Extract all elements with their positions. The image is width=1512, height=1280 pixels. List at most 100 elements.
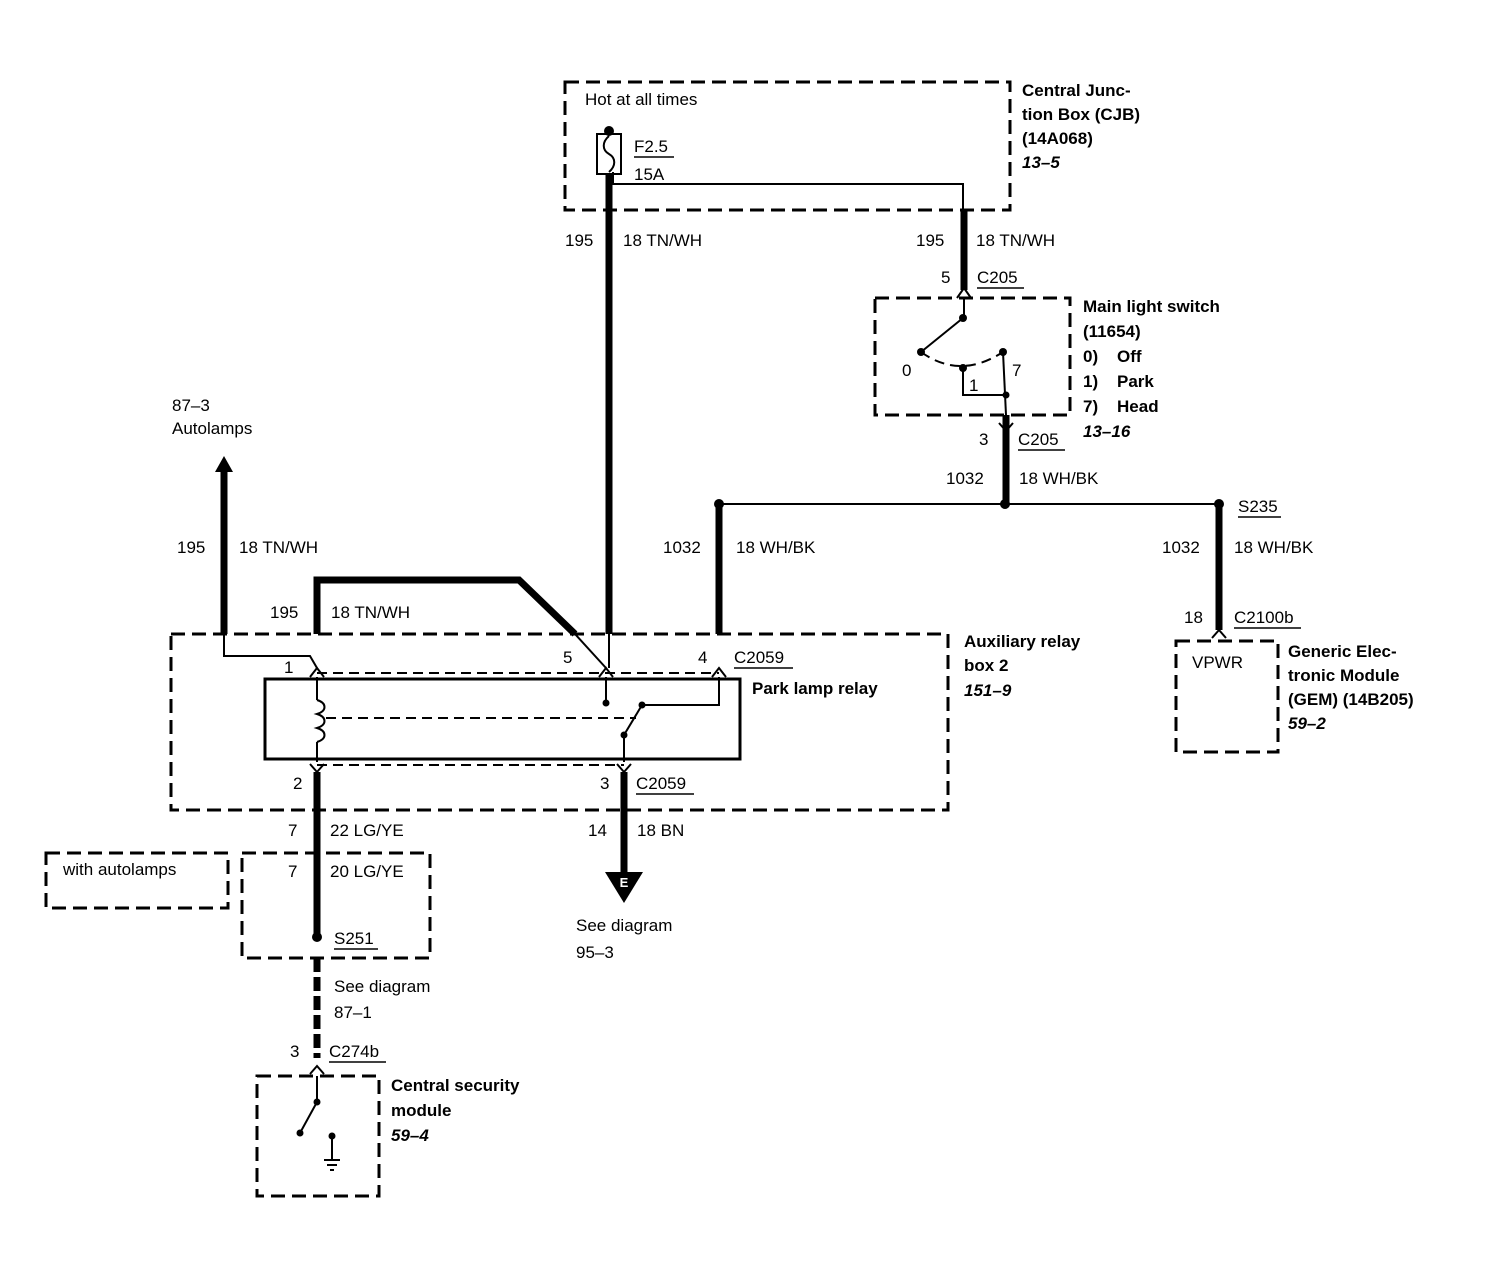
c205-top-pin: 5 bbox=[941, 268, 950, 287]
wire-14-circuit: 14 bbox=[588, 821, 607, 840]
fuse-name: F2.5 bbox=[634, 137, 668, 156]
pin-4-label: 4 bbox=[698, 648, 707, 667]
wire-1032-relay-color: 18 WH/BK bbox=[736, 538, 816, 557]
splice-switch-node bbox=[1000, 499, 1010, 509]
relay-coil-icon bbox=[313, 699, 326, 743]
wire-7-splice-circuit: 7 bbox=[288, 862, 297, 881]
s235-label: S235 bbox=[1238, 497, 1278, 516]
csm-switch-tip bbox=[296, 1129, 304, 1137]
ground-see: See diagram bbox=[576, 916, 672, 935]
wire-1032-gem-color: 18 WH/BK bbox=[1234, 538, 1314, 557]
c274b-connector: C274b bbox=[329, 1042, 379, 1061]
autolamps-label: Autolamps bbox=[172, 419, 252, 438]
gem-pin-label: VPWR bbox=[1192, 653, 1243, 672]
c2100b-pin: 18 bbox=[1184, 608, 1203, 627]
cjb-hot-label: Hot at all times bbox=[585, 90, 697, 109]
wire-1032-main-circuit: 1032 bbox=[946, 469, 984, 488]
park-lamp-relay-label: Park lamp relay bbox=[752, 679, 878, 698]
wire-7-splice-color: 20 LG/YE bbox=[330, 862, 404, 881]
gem-ref: 59–2 bbox=[1288, 714, 1326, 733]
wire-195-left-circuit: 195 bbox=[565, 231, 593, 250]
csm-ref: 59–4 bbox=[391, 1126, 429, 1145]
csm-title-1: Central security bbox=[391, 1076, 520, 1095]
switch-title-2: (11654) bbox=[1083, 322, 1141, 341]
switch-ref: 13–16 bbox=[1083, 422, 1131, 441]
c205-top-connector: C205 bbox=[977, 268, 1018, 287]
c2100b-connector: C2100b bbox=[1234, 608, 1294, 627]
c274b-connector-icon bbox=[309, 1064, 325, 1075]
gem-title-1: Generic Elec- bbox=[1288, 642, 1397, 661]
wire-7-relay-circuit: 7 bbox=[288, 821, 297, 840]
ground-ref: 95–3 bbox=[576, 943, 614, 962]
autolamps-ref: 87–3 bbox=[172, 396, 210, 415]
csm-title-2: module bbox=[391, 1101, 451, 1120]
cjb-ref: 13–5 bbox=[1022, 153, 1060, 172]
c205-top-connector-icon bbox=[956, 286, 972, 299]
cjb-title-2: tion Box (CJB) bbox=[1022, 105, 1140, 124]
switch-term-0: 0 bbox=[902, 361, 911, 380]
contact-no-lead bbox=[642, 677, 720, 706]
central-security-box bbox=[255, 1074, 381, 1198]
switch-pos-1: 1) Park bbox=[1083, 372, 1154, 391]
aux-title-1: Auxiliary relay bbox=[964, 632, 1081, 651]
cjb-title-1: Central Junc- bbox=[1022, 81, 1131, 100]
wire-7-relay-color: 22 LG/YE bbox=[330, 821, 404, 840]
csm-switch-blade bbox=[299, 1101, 318, 1134]
c205-bottom-connector: C205 bbox=[1018, 430, 1059, 449]
aux-relay-box bbox=[169, 632, 950, 812]
c274b-pin: 3 bbox=[290, 1042, 299, 1061]
cjb-part-number: (14A068) bbox=[1022, 129, 1093, 148]
c2100b-connector-icon bbox=[1211, 628, 1227, 639]
pin-5-connector-icon bbox=[598, 666, 614, 678]
fuse-rating: 15A bbox=[634, 165, 665, 184]
switch-travel-path bbox=[920, 351, 1004, 367]
s251-node bbox=[312, 932, 322, 942]
ground-symbol: E bbox=[620, 875, 629, 890]
wire-14-color: 18 BN bbox=[637, 821, 684, 840]
wire-195-relay-color: 18 TN/WH bbox=[331, 603, 410, 622]
wire-195-right-color: 18 TN/WH bbox=[976, 231, 1055, 250]
contact-nc bbox=[602, 699, 610, 707]
wire-195-left-color: 18 TN/WH bbox=[623, 231, 702, 250]
gem-title-3: (GEM) (14B205) bbox=[1288, 690, 1414, 709]
c2059-bottom-connector: C2059 bbox=[636, 774, 686, 793]
switch-park-link bbox=[962, 368, 1006, 396]
wire-195-right-circuit: 195 bbox=[916, 231, 944, 250]
park-lamp-relay-box bbox=[263, 677, 742, 761]
wire-195-autolamps-circuit: 195 bbox=[177, 538, 205, 557]
gem-box bbox=[1174, 639, 1280, 754]
wire-1032-gem-circuit: 1032 bbox=[1162, 538, 1200, 557]
s251-label: S251 bbox=[334, 929, 374, 948]
switch-head-link bbox=[1002, 351, 1007, 416]
wire-195-relay-jumper bbox=[313, 576, 578, 637]
pin-2-label: 2 bbox=[293, 774, 302, 793]
aux-internal-pin5 bbox=[574, 633, 607, 669]
main-light-switch-box bbox=[873, 296, 1072, 417]
autolamps-arrow-icon bbox=[215, 456, 233, 472]
ground-e-icon bbox=[605, 872, 643, 903]
fuse-element-icon bbox=[602, 135, 616, 173]
switch-title-1: Main light switch bbox=[1083, 297, 1220, 316]
s251-box bbox=[240, 851, 432, 960]
wire-1032-main-color: 18 WH/BK bbox=[1019, 469, 1099, 488]
pin-1-connector-icon bbox=[309, 666, 325, 678]
aux-internal-autolamps bbox=[223, 634, 318, 669]
with-autolamps-box bbox=[44, 851, 230, 910]
pin-4-connector-icon bbox=[711, 666, 727, 678]
relay-switch-blade bbox=[623, 704, 643, 736]
c205-bottom-pin: 3 bbox=[979, 430, 988, 449]
switch-term-1: 1 bbox=[969, 376, 978, 395]
switch-blade bbox=[920, 317, 964, 353]
switch-pos-7: 7) Head bbox=[1083, 397, 1159, 416]
s251-see: See diagram bbox=[334, 977, 430, 996]
c2059-top-connector: C2059 bbox=[734, 648, 784, 667]
switch-term-7: 7 bbox=[1012, 361, 1021, 380]
csm-ground-icon bbox=[324, 1159, 340, 1171]
aux-title-2: box 2 bbox=[964, 656, 1008, 675]
with-autolamps-label: with autolamps bbox=[62, 860, 176, 879]
wire-195-autolamps-color: 18 TN/WH bbox=[239, 538, 318, 557]
s251-ref: 87–1 bbox=[334, 1003, 372, 1022]
pin-3-label: 3 bbox=[600, 774, 609, 793]
pin-5-label: 5 bbox=[563, 648, 572, 667]
